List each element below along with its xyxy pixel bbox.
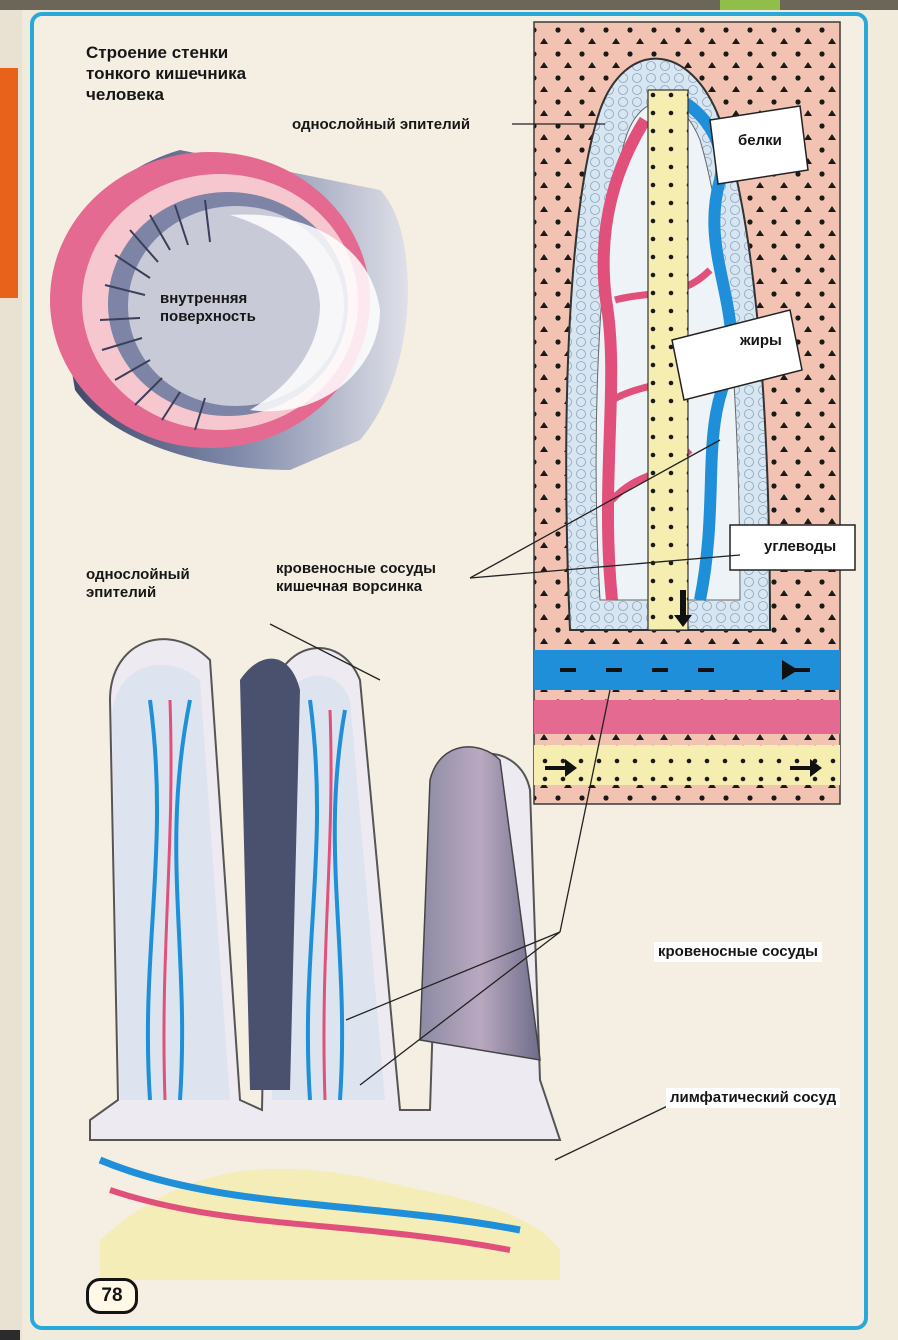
page-number: 78 bbox=[86, 1278, 138, 1314]
label-epithelium-top: однослойный эпителий bbox=[292, 116, 470, 134]
villi-block bbox=[90, 639, 560, 1280]
label-epithelium-bottom: однослойный эпителий bbox=[86, 566, 190, 602]
label-proteins: белки bbox=[738, 132, 782, 150]
villus-detail bbox=[534, 22, 855, 804]
label-blood-vessels: кровеносные сосуды bbox=[654, 942, 822, 962]
figure-title: Строение стенки тонкого кишечника челове… bbox=[86, 42, 246, 105]
label-carbohydrates: углеводы bbox=[764, 538, 836, 556]
label-inner-surface: внутренняя поверхность bbox=[160, 290, 256, 326]
bottom-edge bbox=[0, 1330, 20, 1340]
label-lymphatic-vessel: лимфатический сосуд bbox=[666, 1088, 840, 1108]
label-villus-vessels: кровеносные сосуды кишечная ворсинка bbox=[276, 560, 436, 596]
label-fats: жиры bbox=[740, 332, 782, 350]
